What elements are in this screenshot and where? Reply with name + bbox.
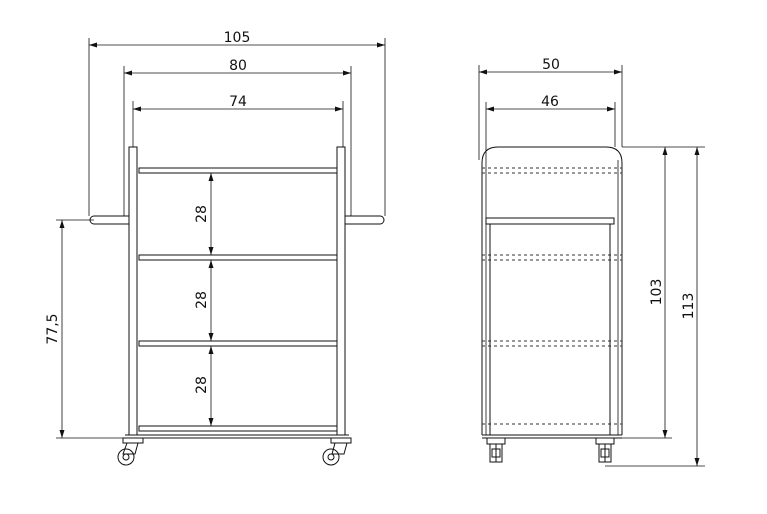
dim-shelf-gap-1: 28 <box>194 205 210 223</box>
front-view: 105 80 74 28 28 28 77,5 <box>45 30 386 466</box>
side-handle <box>485 217 615 225</box>
shelf-bottom <box>138 425 338 432</box>
dim-overall-depth: 50 <box>542 57 560 73</box>
left-handle <box>89 215 129 225</box>
front-left-caster <box>117 437 144 466</box>
dim-overall-width: 105 <box>224 30 251 46</box>
dim-shelf-gap-2: 28 <box>194 291 210 309</box>
side-view: 50 46 103 113 <box>478 57 705 467</box>
dim-handle-height: 77,5 <box>45 313 61 344</box>
shelf-2 <box>138 254 338 261</box>
dim-frame-width: 80 <box>229 58 247 74</box>
left-upright <box>128 146 138 436</box>
dim-inner-depth: 46 <box>541 94 559 110</box>
dim-body-height: 103 <box>649 279 665 306</box>
shelf-3 <box>138 340 338 347</box>
dim-inner-width: 74 <box>229 94 247 110</box>
right-handle <box>345 215 385 225</box>
dim-total-height: 113 <box>681 293 697 320</box>
dim-shelf-gap-3: 28 <box>194 376 210 394</box>
side-right-caster <box>595 437 615 463</box>
side-left-caster <box>486 437 506 463</box>
front-right-caster <box>322 437 352 466</box>
shelf-top <box>138 167 338 174</box>
side-frame <box>481 146 623 435</box>
right-upright <box>336 146 346 436</box>
